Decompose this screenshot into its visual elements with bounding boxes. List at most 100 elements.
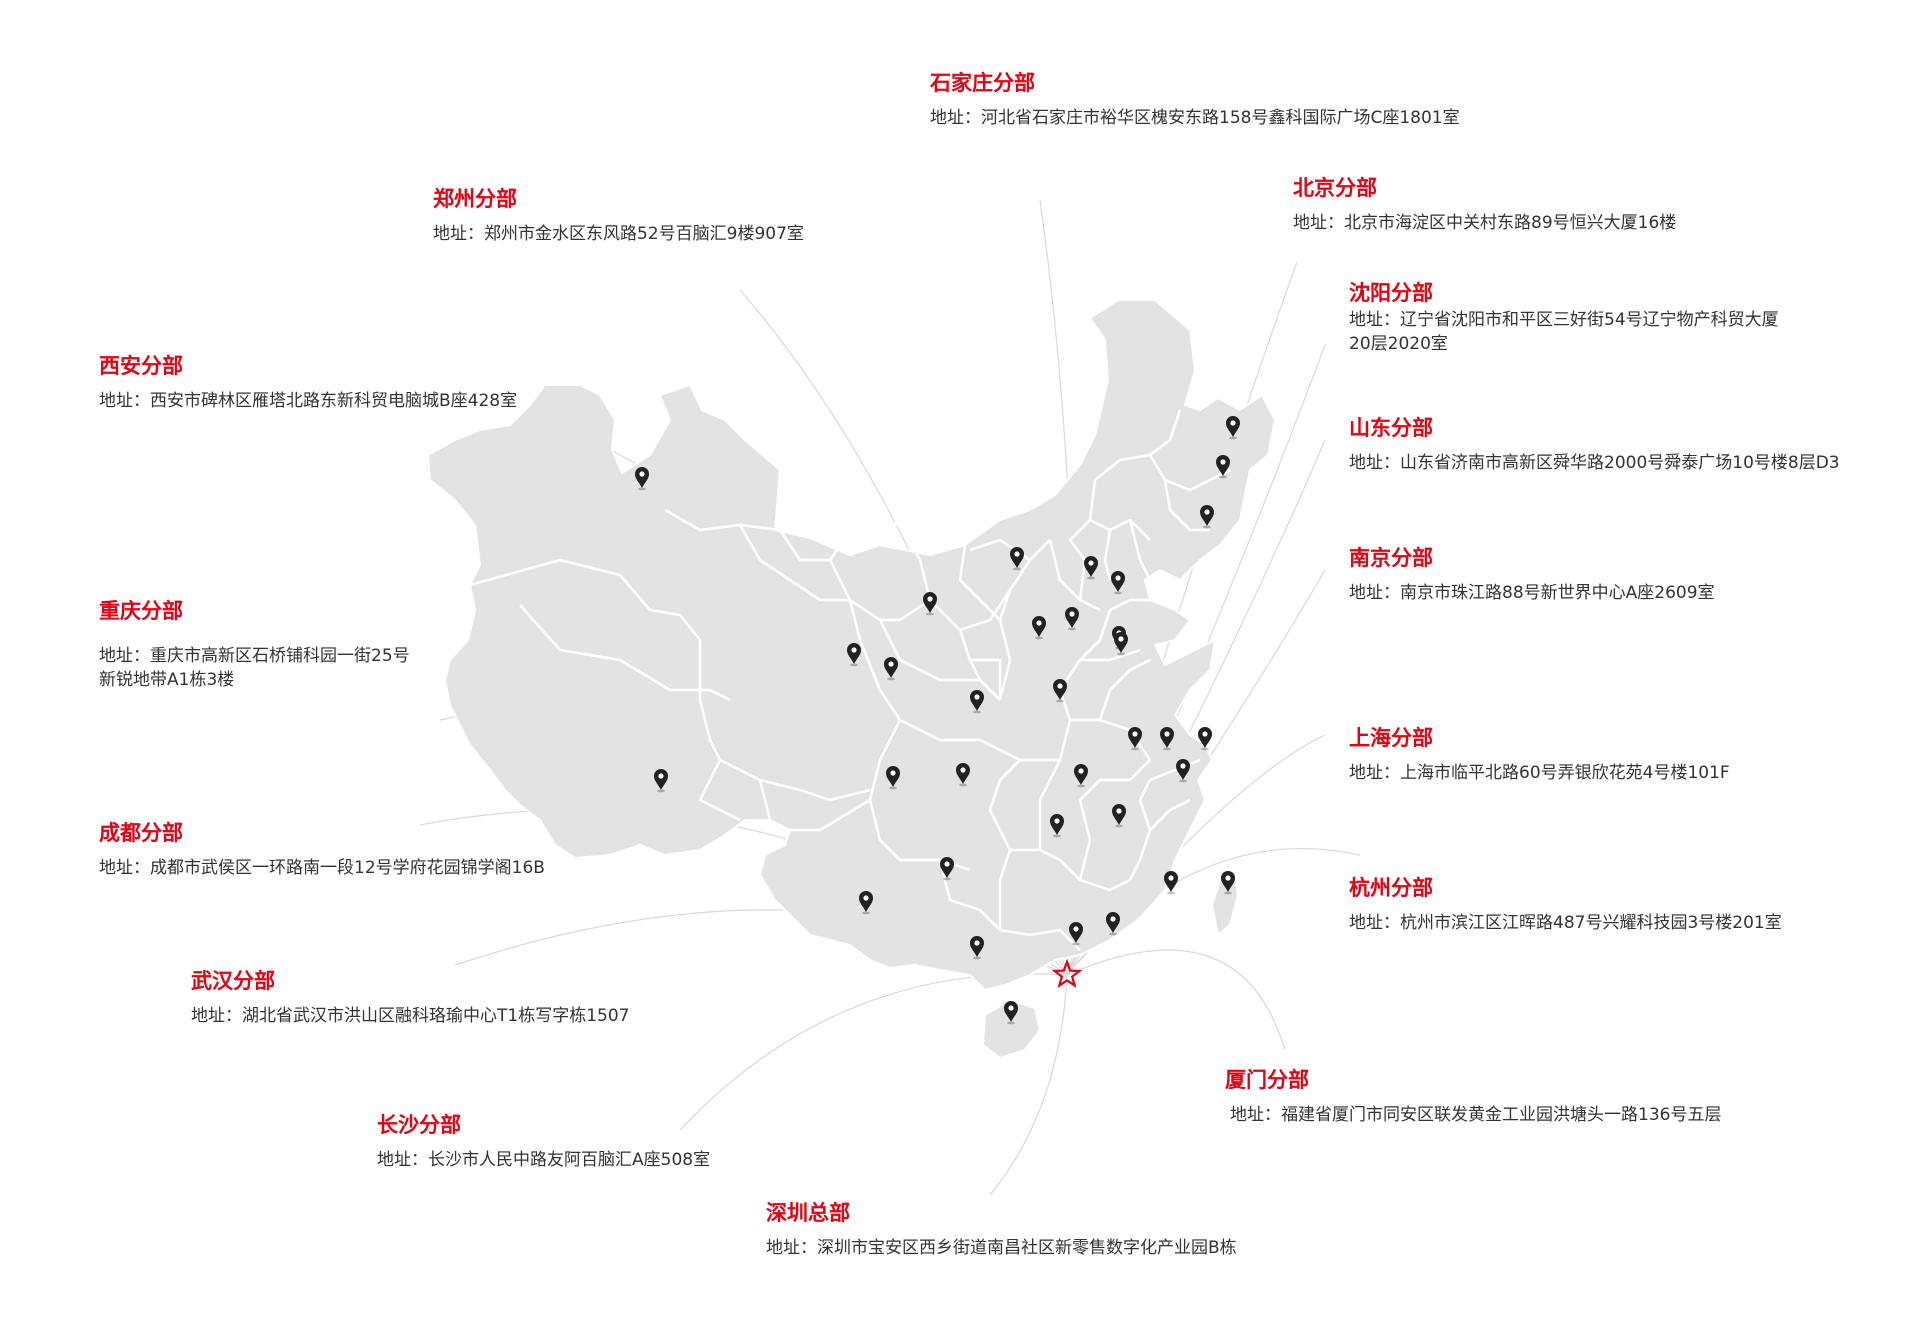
office-xiamen: 厦门分部 地址：福建省厦门市同安区联发黄金工业园洪塘头一路136号五层 (1225, 1067, 1721, 1127)
address-line: 地址：北京市海淀区中关村东路89号恒兴大厦16楼 (1293, 213, 1677, 233)
office-chengdu: 成都分部 地址：成都市武侯区一环路南一段12号学府花园锦学阁16B (99, 820, 545, 880)
office-address: 地址：辽宁省沈阳市和平区三好街54号辽宁物产科贸大厦 20层2020室 (1349, 308, 1779, 356)
address-line: 地址：上海市临平北路60号弄银欣花苑4号楼101F (1349, 763, 1730, 783)
address-line: 地址：福建省厦门市同安区联发黄金工业园洪塘头一路136号五层 (1230, 1105, 1722, 1125)
office-shenyang: 沈阳分部 地址：辽宁省沈阳市和平区三好街54号辽宁物产科贸大厦 20层2020室 (1349, 280, 1779, 356)
office-address: 地址：长沙市人民中路友阿百脑汇A座508室 (377, 1148, 710, 1172)
office-address: 地址：南京市珠江路88号新世界中心A座2609室 (1349, 581, 1715, 605)
red-star-icon (1051, 958, 1083, 989)
address-line: 20层2020室 (1349, 334, 1448, 354)
map-pin-icon (1200, 505, 1214, 529)
office-address: 地址：北京市海淀区中关村东路89号恒兴大厦16楼 (1293, 211, 1676, 235)
office-address: 地址：重庆市高新区石桥铺科园一街25号 新锐地带A1栋3楼 (99, 644, 410, 692)
address-line: 地址：西安市碑林区雁塔北路东新科贸电脑城B座428室 (99, 391, 518, 411)
hainan-island-shape (981, 998, 1042, 1060)
office-address: 地址：成都市武侯区一环路南一段12号学府花园锦学阁16B (99, 856, 545, 880)
map-pin-icon (1221, 871, 1235, 895)
office-address: 地址：河北省石家庄市裕华区槐安东路158号鑫科国际广场C座1801室 (930, 106, 1460, 130)
map-pin-icon (1065, 607, 1079, 631)
office-address: 地址：福建省厦门市同安区联发黄金工业园洪塘头一路136号五层 (1230, 1103, 1721, 1127)
office-address: 地址：湖北省武汉市洪山区融科珞瑜中心T1栋写字栋1507 (191, 1004, 629, 1028)
office-address: 地址：深圳市宝安区西乡街道南昌社区新零售数字化产业园B栋 (766, 1236, 1237, 1260)
office-nanjing: 南京分部 地址：南京市珠江路88号新世界中心A座2609室 (1349, 545, 1715, 605)
office-name: 厦门分部 (1225, 1068, 1309, 1092)
office-hangzhou: 杭州分部 地址：杭州市滨江区江晖路487号兴耀科技园3号楼201室 (1349, 875, 1782, 935)
map-pin-icon (847, 643, 861, 667)
map-pin-icon (1010, 547, 1024, 571)
map-pin-icon (970, 690, 984, 714)
office-name: 郑州分部 (433, 187, 517, 211)
map-pin-icon (1198, 727, 1212, 751)
map-pin-icon (1053, 679, 1067, 703)
office-wuhan: 武汉分部 地址：湖北省武汉市洪山区融科珞瑜中心T1栋写字栋1507 (191, 968, 629, 1028)
map-pin-icon (1216, 455, 1230, 479)
map-pin-icon (1164, 871, 1178, 895)
address-line: 地址：成都市武侯区一环路南一段12号学府花园锦学阁16B (99, 858, 545, 878)
office-address: 地址：杭州市滨江区江晖路487号兴耀科技园3号楼201室 (1349, 911, 1782, 935)
office-name: 西安分部 (99, 354, 183, 378)
headquarters-marker (1051, 958, 1083, 989)
address-line: 地址：河北省石家庄市裕华区槐安东路158号鑫科国际广场C座1801室 (930, 108, 1460, 128)
address-line: 地址：杭州市滨江区江晖路487号兴耀科技园3号楼201室 (1349, 913, 1782, 933)
office-changsha: 长沙分部 地址：长沙市人民中路友阿百脑汇A座508室 (377, 1112, 710, 1172)
office-name: 沈阳分部 (1349, 281, 1433, 305)
office-name: 武汉分部 (191, 969, 275, 993)
map-pin-icon (884, 657, 898, 681)
map-pin-icon (1050, 814, 1064, 838)
office-name: 杭州分部 (1349, 876, 1433, 900)
office-address: 地址：西安市碑林区雁塔北路东新科贸电脑城B座428室 (99, 389, 517, 413)
office-shenzhen: 深圳总部 地址：深圳市宝安区西乡街道南昌社区新零售数字化产业园B栋 (766, 1200, 1237, 1260)
map-pin-icon (1112, 804, 1126, 828)
office-shijiazhuang: 石家庄分部 地址：河北省石家庄市裕华区槐安东路158号鑫科国际广场C座1801室 (930, 70, 1460, 130)
office-shandong: 山东分部 地址：山东省济南市高新区舜华路2000号舜泰广场10号楼8层D3 (1349, 415, 1840, 475)
connector-line (989, 974, 1068, 1196)
office-name: 上海分部 (1349, 726, 1433, 750)
office-xian: 西安分部 地址：西安市碑林区雁塔北路东新科贸电脑城B座428室 (99, 353, 517, 413)
map-pin-icon (1160, 727, 1174, 751)
connector-line (1066, 949, 1286, 1051)
office-shanghai: 上海分部 地址：上海市临平北路60号弄银欣花苑4号楼101F (1349, 725, 1730, 785)
address-line: 地址：南京市珠江路88号新世界中心A座2609室 (1349, 583, 1715, 603)
office-name: 长沙分部 (377, 1113, 461, 1137)
office-name: 成都分部 (99, 821, 183, 845)
office-name: 山东分部 (1349, 416, 1433, 440)
address-line: 地址：辽宁省沈阳市和平区三好街54号辽宁物产科贸大厦 (1349, 310, 1779, 330)
map-pin-icon (1032, 616, 1046, 640)
address-line: 地址：深圳市宝安区西乡街道南昌社区新零售数字化产业园B栋 (766, 1238, 1237, 1258)
address-line: 地址：湖北省武汉市洪山区融科珞瑜中心T1栋写字栋1507 (191, 1006, 630, 1026)
office-zhengzhou: 郑州分部 地址：郑州市金水区东风路52号百脑汇9楼907室 (433, 186, 804, 246)
address-line: 地址：山东省济南市高新区舜华路2000号舜泰广场10号楼8层D3 (1349, 453, 1840, 473)
map-pin-icon (970, 936, 984, 960)
address-line: 地址：重庆市高新区石桥铺科园一街25号 (99, 646, 410, 666)
map-pin-icon (1004, 1001, 1018, 1025)
map-pin-icon (1084, 556, 1098, 580)
map-pin-icon (1106, 912, 1120, 936)
map-pin-icon (859, 891, 873, 915)
office-chongqing: 重庆分部 地址：重庆市高新区石桥铺科园一街25号 新锐地带A1栋3楼 (99, 598, 410, 692)
map-pin-icon (654, 769, 668, 793)
address-line: 新锐地带A1栋3楼 (99, 670, 235, 690)
map-pin-icon (1226, 416, 1240, 440)
office-name: 石家庄分部 (930, 71, 1035, 95)
office-address: 地址：上海市临平北路60号弄银欣花苑4号楼101F (1349, 761, 1730, 785)
map-pin-icon (1128, 727, 1142, 751)
map-pin-icon (1111, 571, 1125, 595)
map-pin-icon (1176, 759, 1190, 783)
map-pin-icon (1074, 764, 1088, 788)
office-name: 南京分部 (1349, 546, 1433, 570)
map-pin-icon (956, 763, 970, 787)
pin-markers (635, 416, 1240, 1025)
address-line: 地址：郑州市金水区东风路52号百脑汇9楼907室 (433, 224, 804, 244)
map-pin-icon (886, 766, 900, 790)
office-beijing: 北京分部 地址：北京市海淀区中关村东路89号恒兴大厦16楼 (1293, 175, 1676, 235)
map-pin-icon (1114, 632, 1128, 656)
office-name: 深圳总部 (766, 1201, 850, 1225)
map-pin-icon (635, 467, 649, 491)
office-address: 地址：郑州市金水区东风路52号百脑汇9楼907室 (433, 222, 804, 246)
map-pin-icon (1069, 922, 1083, 946)
office-name: 重庆分部 (99, 599, 183, 623)
office-name: 北京分部 (1293, 176, 1377, 200)
office-address: 地址：山东省济南市高新区舜华路2000号舜泰广场10号楼8层D3 (1349, 451, 1840, 475)
map-pin-icon (923, 592, 937, 616)
